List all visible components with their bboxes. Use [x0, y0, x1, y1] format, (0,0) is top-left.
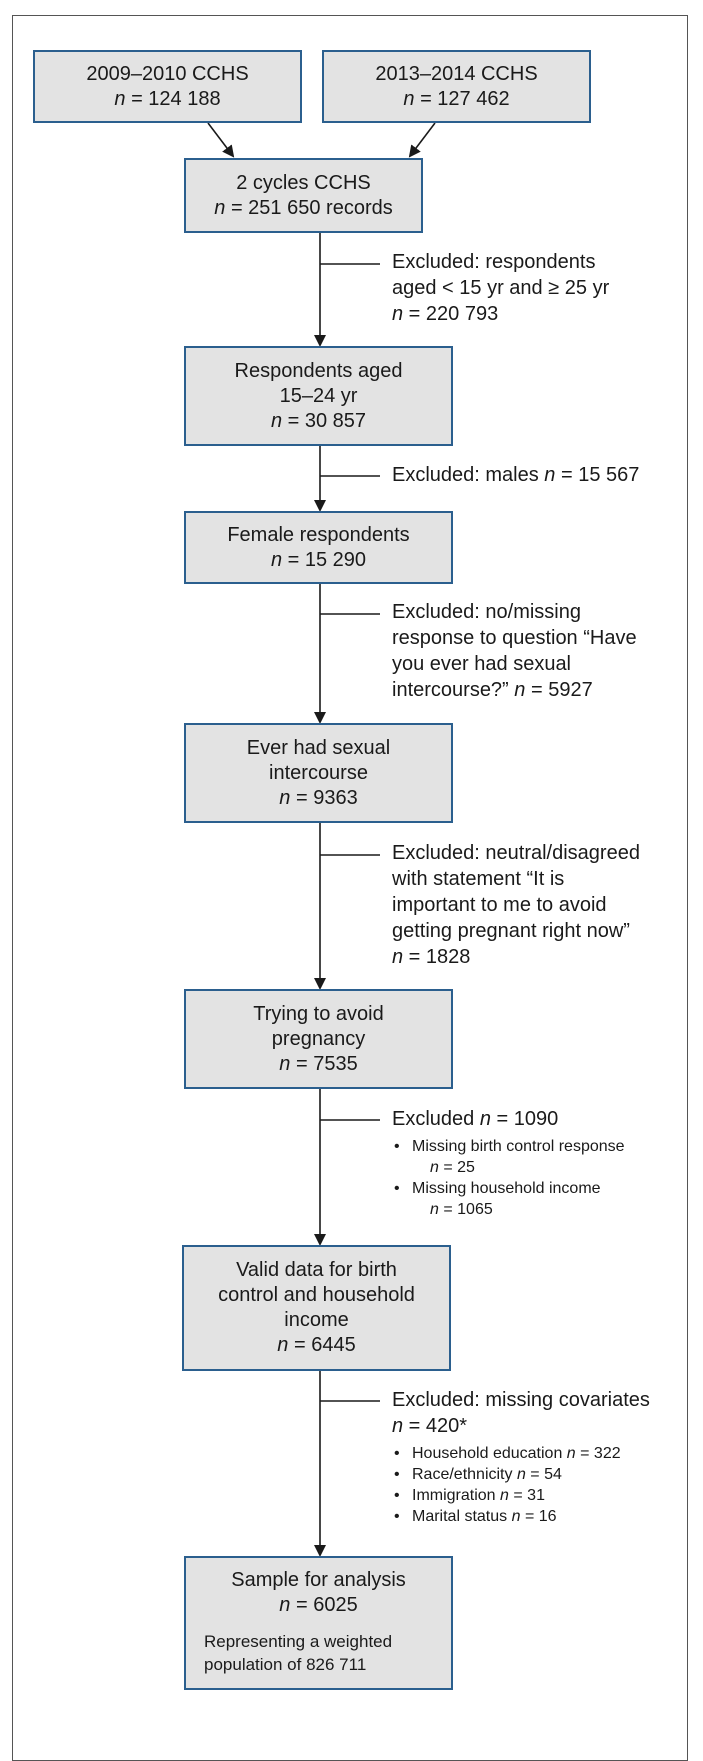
n-value: = 6445	[288, 1334, 356, 1356]
n-symbol: n	[277, 1334, 289, 1356]
box-line-2: control and household	[218, 1284, 415, 1306]
box-title: 2009–2010 CCHS	[86, 62, 249, 85]
n-value: = 251 650 records	[225, 196, 393, 219]
box-two-cycles: 2 cycles CCHS n = 251 650 records	[184, 158, 423, 233]
box-ever-sex: Ever had sexual intercourse n = 9363	[184, 723, 453, 823]
exclusion-birth-control-income: Excluded n = 1090 Missing birth control …	[392, 1106, 625, 1220]
box-avoid-pregnancy: Trying to avoid pregnancy n = 7535	[184, 989, 453, 1089]
n-value: = 7535	[290, 1052, 358, 1075]
box-title: Female respondents	[227, 523, 410, 546]
exclusion-age: Excluded: respondents aged < 15 yr and ≥…	[392, 251, 610, 325]
box-cchs-2009: 2009–2010 CCHS n = 124 188	[33, 50, 302, 123]
list-item: Household education n = 322	[392, 1443, 650, 1464]
box-line-1: Trying to avoid	[253, 1002, 384, 1025]
box-line-2: pregnancy	[271, 1027, 366, 1050]
n-symbol: n	[279, 1052, 291, 1075]
box-sample: Sample for analysis n = 6025 Representin…	[184, 1556, 453, 1690]
box-female: Female respondents n = 15 290	[184, 511, 453, 584]
n-symbol: n	[214, 196, 226, 219]
n-symbol: n	[270, 409, 283, 432]
weighted-population-note: Representing a weighted population of 82…	[204, 1632, 393, 1674]
n-symbol: n	[114, 87, 126, 110]
box-line-2: 15–24 yr	[279, 384, 358, 407]
exclusion-males: Excluded: males n = 15 567	[392, 464, 640, 486]
n-symbol: n	[279, 1594, 291, 1616]
n-value: = 124 188	[125, 87, 221, 110]
n-value: = 9363	[290, 786, 358, 809]
exclusion-statement: Excluded: neutral/disagreed with stateme…	[392, 842, 640, 968]
box-aged-15-24: Respondents aged 15–24 yr n = 30 857	[184, 346, 453, 446]
box-line-1: Valid data for birth	[236, 1259, 397, 1281]
box-title: 2013–2014 CCHS	[375, 62, 538, 85]
arrow-2013-to-cycles	[408, 122, 436, 158]
exclusion-covariates: Excluded: missing covariates n = 420* Ho…	[392, 1387, 650, 1527]
box-line-1: Ever had sexual	[246, 736, 391, 759]
box-line-3: income	[284, 1309, 349, 1331]
n-value: = 127 462	[414, 87, 510, 110]
box-line-2: intercourse	[269, 761, 368, 784]
box-cchs-2013: 2013–2014 CCHS n = 127 462	[322, 50, 591, 123]
box-title: Sample for analysis	[231, 1569, 406, 1591]
box-line-1: Respondents aged	[234, 359, 403, 382]
list-item: Marital status n = 16	[392, 1506, 650, 1527]
list-item: Race/ethnicity n = 54	[392, 1464, 650, 1485]
covariate-list: Household education n = 322 Race/ethnici…	[392, 1443, 650, 1527]
n-symbol: n	[270, 548, 283, 571]
n-value: = 30 857	[282, 409, 367, 432]
box-valid-data: Valid data for birth control and househo…	[182, 1245, 451, 1371]
n-value: = 15 290	[282, 548, 367, 571]
n-symbol: n	[279, 786, 291, 809]
list-item: Immigration n = 31	[392, 1485, 650, 1506]
exclusion-sex-question: Excluded: no/missing response to questio…	[392, 601, 637, 701]
box-title: 2 cycles CCHS	[236, 171, 371, 194]
arrow-2009-to-cycles	[207, 122, 235, 158]
n-symbol: n	[403, 87, 415, 110]
n-value: = 6025	[290, 1594, 358, 1616]
